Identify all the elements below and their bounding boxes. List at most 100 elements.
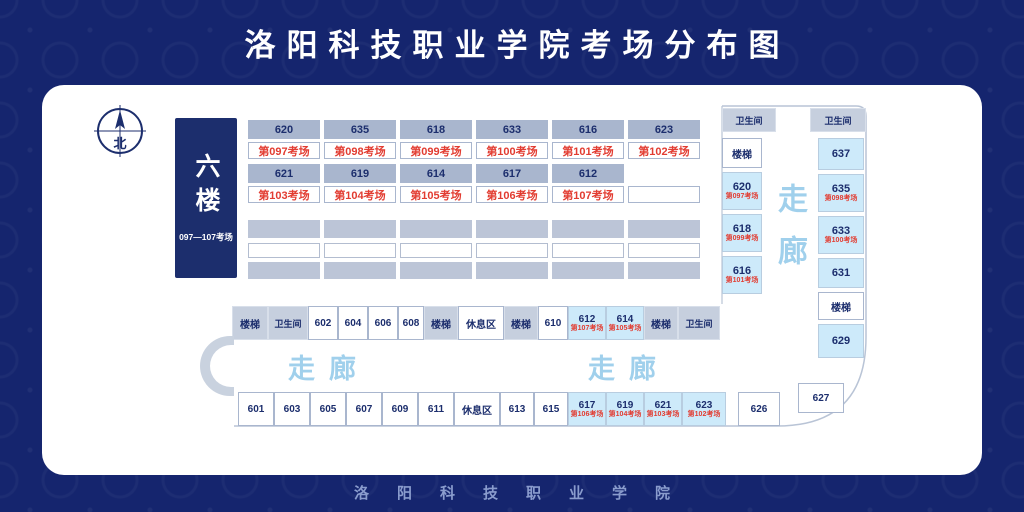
room-number: 618 [732,223,752,236]
empty-room-cell [400,262,472,279]
room-number-cell: 623 [628,120,700,139]
exam-room-cell: 619 第104考场 [606,392,644,426]
room-cell: 604 [338,306,368,340]
exam-room-cell: 第099考场 [400,142,472,159]
empty-cell [476,243,548,258]
exam-room-label: 第098考场 [824,195,858,203]
room-cell: 607 [346,392,382,426]
exam-room-cell: 617 第106考场 [568,392,606,426]
empty-room-cell [248,220,320,238]
room-number: 623 [695,399,713,411]
empty-cell [324,243,396,258]
floor-name: 六楼 [192,153,220,221]
empty-cell [628,243,700,258]
room-cell: 602 [308,306,338,340]
room-number: 619 [616,399,634,411]
room-number-cell: 618 [400,120,472,139]
room-number: 616 [732,265,752,278]
corridor-horizontal: 走廊 [512,340,732,392]
stairs-cell: 楼梯 [504,306,538,340]
rest-area-cell: 休息区 [454,392,500,426]
exam-room-cell: 621 第103考场 [644,392,682,426]
stairs-cell: 楼梯 [232,306,268,340]
rest-area-cell: 休息区 [458,306,504,340]
room-number: 620 [732,181,752,194]
empty-room-cell [628,262,700,279]
north-arrow-icon [115,110,125,129]
stairs-cell: 楼梯 [722,138,762,168]
stairs-cell: 楼梯 [818,292,864,320]
room-cell: 610 [538,306,568,340]
corridor-horizontal: 走廊 [212,340,432,392]
exam-room-label: 第107考场 [570,324,604,332]
exam-room-label: 第097考场 [725,193,759,201]
exam-room-cell: 620 第097考场 [722,172,762,210]
room-cell: 611 [418,392,454,426]
compass-icon: 北 [94,105,146,157]
exam-room-cell: 第098考场 [324,142,396,159]
corridor-label: 走廊 [773,183,806,287]
room-cell: 606 [368,306,398,340]
exam-room-cell: 623 第102考场 [682,392,726,426]
room-number: 617 [578,399,596,411]
toilet-cell: 卫生间 [268,306,308,340]
room-cell: 608 [398,306,424,340]
floor-plan-card: 北 六楼 097—107考场 620 635 618 633 616 623 第… [42,85,982,475]
exam-room-label: 第103考场 [646,410,680,418]
footer-school-name: 洛阳科技职业学院 [353,485,698,502]
empty-cell [248,243,320,258]
exam-room-cell: 第107考场 [552,186,624,203]
exam-room-cell: 616 第101考场 [722,256,762,294]
stairs-cell: 楼梯 [424,306,458,340]
room-cell: 605 [310,392,346,426]
empty-room-cell [476,220,548,238]
floor-room-range: 097—107考场 [179,232,233,242]
exam-room-cell: 618 第099考场 [722,214,762,252]
empty-exam-cell [628,186,700,203]
corridor-vertical: 走廊 [760,155,818,315]
exam-room-label: 第105考场 [608,324,642,332]
room-cell: 601 [238,392,274,426]
exam-room-cell: 第101考场 [552,142,624,159]
room-number-cell: 614 [400,164,472,183]
room-number-cell: 633 [476,120,548,139]
room-number-cell: 620 [248,120,320,139]
room-cell: 631 [818,258,864,288]
room-number: 621 [654,399,672,411]
exam-room-cell: 635 第098考场 [818,174,864,212]
empty-cell [552,243,624,258]
room-cell: 627 [798,383,844,413]
exam-room-cell: 第106考场 [476,186,548,203]
empty-room-cell [552,262,624,279]
room-number: 614 [616,313,634,325]
empty-room-cell [248,262,320,279]
exam-room-cell: 612 第107考场 [568,306,606,340]
empty-room-cell [324,262,396,279]
toilet-cell: 卫生间 [722,108,776,132]
exam-room-label: 第099考场 [725,235,759,243]
room-cell: 613 [500,392,534,426]
toilet-cell: 卫生间 [810,108,866,132]
room-number: 633 [831,225,851,238]
room-number-cell: 612 [552,164,624,183]
floor-label-block: 六楼 097—107考场 [175,118,237,278]
room-number-cell: 617 [476,164,548,183]
room-number: 637 [831,147,851,160]
room-number: 612 [578,313,596,325]
empty-cell [400,243,472,258]
exam-room-label: 第106考场 [570,410,604,418]
exam-room-cell: 第105考场 [400,186,472,203]
exam-room-cell: 614 第105考场 [606,306,644,340]
corridor-label: 走廊 [288,353,370,384]
exam-room-cell: 第097考场 [248,142,320,159]
room-cell: 609 [382,392,418,426]
room-cell: 615 [534,392,568,426]
page-title: 洛阳科技职业学院考场分布图 [244,28,791,63]
exam-room-cell: 633 第100考场 [818,216,864,254]
north-label: 北 [113,136,126,151]
empty-room-cell [476,262,548,279]
exam-room-label: 第100考场 [824,237,858,245]
room-cell: 626 [738,392,780,426]
exam-room-label: 第102考场 [687,410,721,418]
exam-room-cell: 第102考场 [628,142,700,159]
